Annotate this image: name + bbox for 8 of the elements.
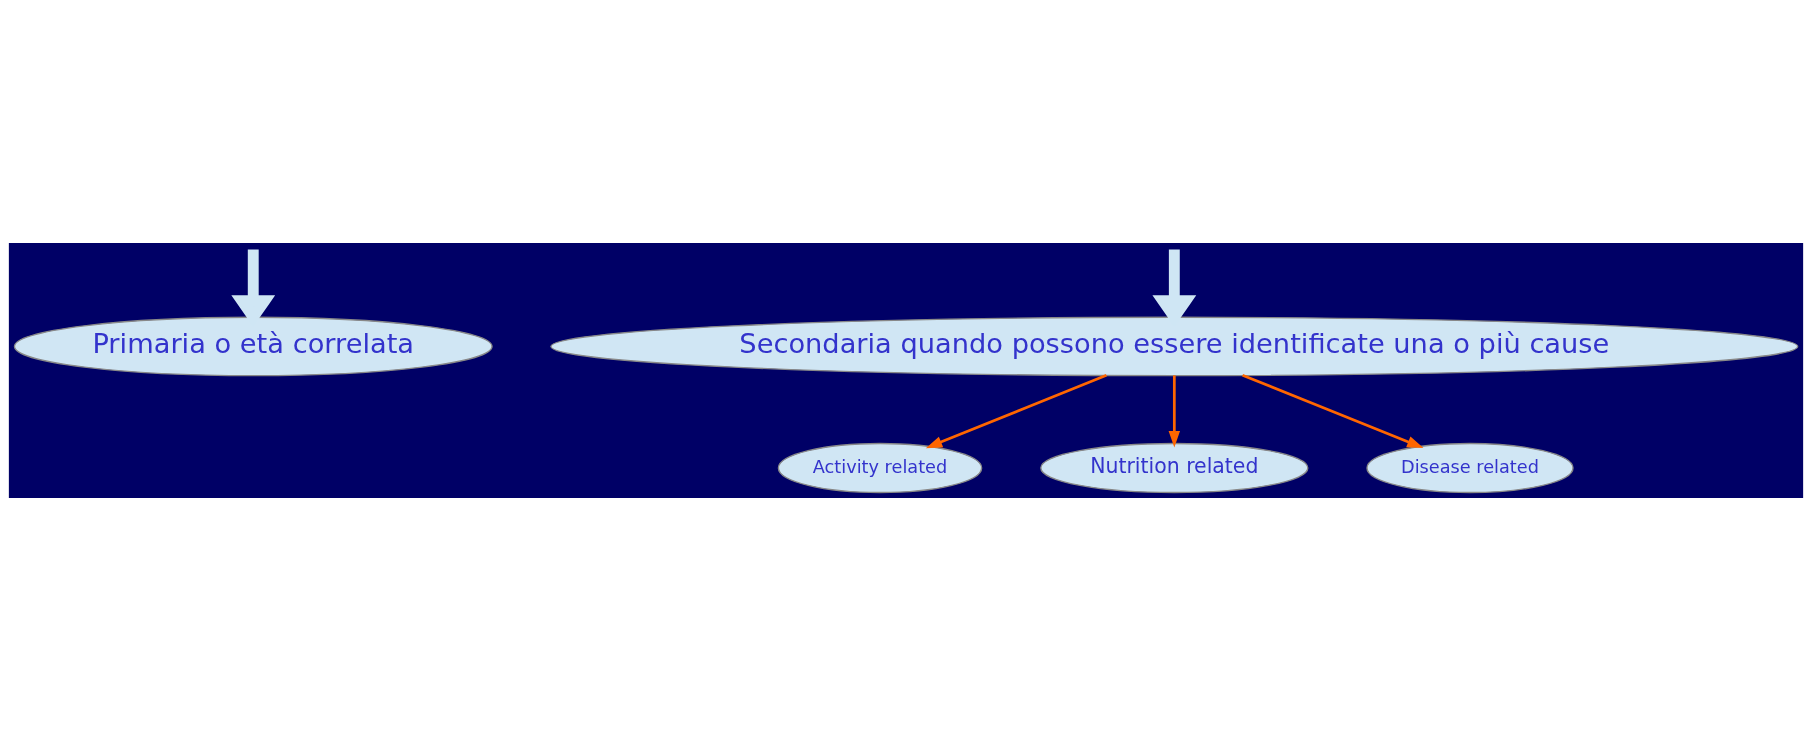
node-ellipse: Activity related xyxy=(777,442,983,494)
arrow xyxy=(1168,375,1181,448)
node-ellipse: Primaria o età correlata xyxy=(13,316,493,377)
node-ellipse: Secondaria quando possono essere identificate una o più cause xyxy=(550,316,1799,377)
arrow xyxy=(925,373,1107,449)
node-ellipse: Disease related xyxy=(1366,442,1574,494)
node-ellipse: Nutrition related xyxy=(1040,442,1309,494)
arrow xyxy=(1242,373,1424,448)
